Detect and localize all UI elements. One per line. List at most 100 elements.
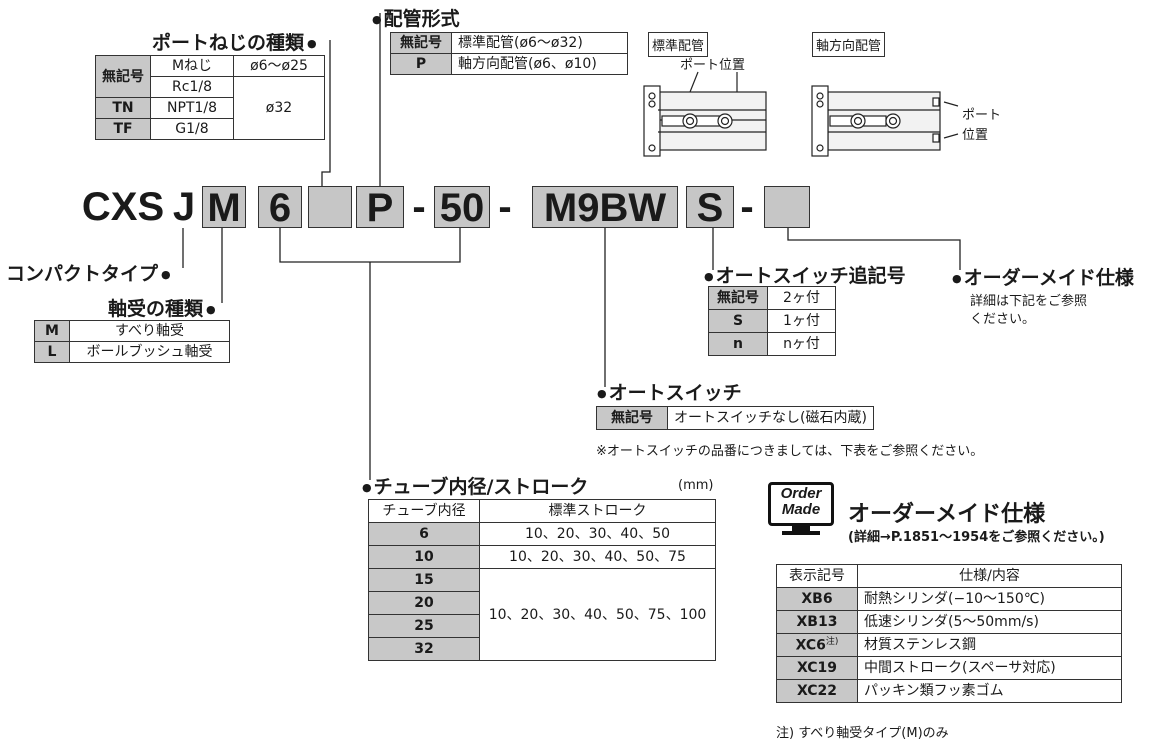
table-cell: 中間ストローク(スペーサ対応) <box>857 656 1122 680</box>
table-header: チューブ内径 <box>368 499 480 523</box>
table-cell: 材質ステンレス鋼 <box>857 633 1122 657</box>
model-blank-box <box>308 186 352 228</box>
table-cell: すべり軸受 <box>69 320 230 342</box>
port-thread-title: ポートねじの種類 <box>152 28 317 55</box>
model-bearing-box: M <box>202 186 246 229</box>
table-cell: 10、20、30、40、50 <box>479 522 716 546</box>
order-made-note: 注) すべり軸受タイプ(M)のみ <box>776 726 949 741</box>
table-cell: 無記号 <box>95 55 151 98</box>
standard-piping-label: 標準配管 <box>648 32 709 57</box>
table-cell: XC6注) <box>776 633 858 657</box>
table-cell: 10、20、30、40、50、75 <box>479 545 716 569</box>
table-cell: M <box>34 320 70 342</box>
table-cell: 標準配管(ø6〜ø32) <box>451 32 628 54</box>
mto-note-title: オーダーメイド仕様 <box>952 263 1134 290</box>
table-cell: オートスイッチなし(磁石内蔵) <box>667 406 874 430</box>
table-cell: 25 <box>368 614 480 638</box>
table-cell: 10 <box>368 545 480 569</box>
mto-code: XC22 <box>796 683 838 699</box>
model-piping-box: P <box>356 186 404 229</box>
table-cell: XC22 <box>776 679 858 703</box>
table-cell: 無記号 <box>390 32 452 54</box>
order-made-table: 表示記号 仕様/内容 XB6 耐熱シリンダ(−10〜150℃) XB13 低速シリン… <box>776 564 1122 703</box>
cylinder-standard-figure <box>643 71 767 157</box>
table-cell: 低速シリンダ(5〜50mm/s) <box>857 610 1122 634</box>
model-mto-box <box>764 186 810 228</box>
table-cell: TF <box>95 118 151 140</box>
table-cell: TN <box>95 97 151 119</box>
model-switch-count-box: S <box>686 186 734 229</box>
model-dash-2: - <box>498 185 512 229</box>
mto-note-line1: 詳細は下記をご参照 <box>970 294 1088 309</box>
table-cell: 20 <box>368 591 480 615</box>
footnote-mark: 注) <box>825 636 839 647</box>
table-cell: 2ヶ付 <box>767 286 836 310</box>
table-cell: 無記号 <box>708 286 768 310</box>
table-cell: 10、20、30、40、50、75、100 <box>479 568 716 661</box>
table-cell: XC19 <box>776 656 858 680</box>
auto-switch-table: 無記号 オートスイッチなし(磁石内蔵) <box>596 406 874 430</box>
axial-piping-label: 軸方向配管 <box>812 32 886 57</box>
model-dash-3: - <box>740 185 754 229</box>
table-cell: 耐熱シリンダ(−10〜150℃) <box>857 587 1122 611</box>
table-cell: 6 <box>368 522 480 546</box>
bearing-title: 軸受の種類 <box>108 294 216 321</box>
table-cell: パッキン類フッ素ゴム <box>857 679 1122 703</box>
compact-type-title: コンパクトタイプ <box>6 259 171 286</box>
port-position-axial-a: ポート <box>962 108 1002 123</box>
order-made-logo-line2: Made <box>781 501 821 518</box>
bore-stroke-title: チューブ内径/ストローク <box>362 472 589 499</box>
bearing-table: M すべり軸受 L ボールブッシュ軸受 <box>34 320 230 363</box>
piping-title: 配管形式 <box>372 4 460 31</box>
model-j: J <box>172 185 196 229</box>
model-prefix: CXS <box>81 185 165 229</box>
order-made-logo: Order Made <box>768 482 838 536</box>
table-cell: 軸方向配管(ø6、ø10) <box>451 53 628 75</box>
table-cell: ボールブッシュ軸受 <box>69 341 230 363</box>
table-cell: P <box>390 53 452 75</box>
table-cell: 32 <box>368 637 480 661</box>
table-cell: nヶ付 <box>767 332 836 356</box>
mto-code: XC19 <box>796 660 838 676</box>
table-cell: S <box>708 309 768 333</box>
table-cell: G1/8 <box>150 118 234 140</box>
table-header: 仕様/内容 <box>857 564 1122 588</box>
bore-stroke-unit: (mm) <box>678 478 714 493</box>
port-position-axial-b: 位置 <box>962 128 989 143</box>
table-cell: NPT1/8 <box>150 97 234 119</box>
model-switch-box: M9BW <box>532 186 678 229</box>
table-cell: XB6 <box>776 587 858 611</box>
table-cell: Rc1/8 <box>150 76 234 98</box>
table-header: 表示記号 <box>776 564 858 588</box>
auto-switch-title: オートスイッチ <box>597 378 742 405</box>
mto-code: XB6 <box>801 591 833 607</box>
table-cell: n <box>708 332 768 356</box>
model-bore-box: 6 <box>258 186 302 229</box>
switch-count-title: オートスイッチ追記号 <box>704 261 906 288</box>
mto-code: XC6 <box>795 637 826 654</box>
auto-switch-note: ※オートスイッチの品番につきましては、下表をご参照ください。 <box>596 444 984 459</box>
order-made-subtitle: (詳細→P.1851〜1954をご参照ください。) <box>848 530 1105 545</box>
table-cell: ø32 <box>233 76 325 140</box>
table-cell: 1ヶ付 <box>767 309 836 333</box>
model-dash-1: - <box>412 185 426 229</box>
cylinder-axial-figure <box>811 85 959 157</box>
mto-code: XB13 <box>796 614 838 630</box>
port-thread-table: 無記号 Mねじ ø6〜ø25 Rc1/8 ø32 TN NPT1/8 TF G1… <box>95 55 325 140</box>
table-cell: 15 <box>368 568 480 592</box>
port-position-label: ポート位置 <box>680 58 746 73</box>
table-cell: Mねじ <box>150 55 234 77</box>
mto-note-line2: ください。 <box>970 312 1036 327</box>
order-made-title: オーダーメイド仕様 <box>848 502 1046 527</box>
table-cell: XB13 <box>776 610 858 634</box>
table-header: 標準ストローク <box>479 499 716 523</box>
table-cell: 無記号 <box>596 406 668 430</box>
order-made-logo-line1: Order <box>780 485 822 502</box>
table-cell: L <box>34 341 70 363</box>
table-cell: ø6〜ø25 <box>233 55 325 77</box>
piping-table: 無記号 標準配管(ø6〜ø32) P 軸方向配管(ø6、ø10) <box>390 32 628 75</box>
model-stroke-box: 50 <box>434 186 490 229</box>
